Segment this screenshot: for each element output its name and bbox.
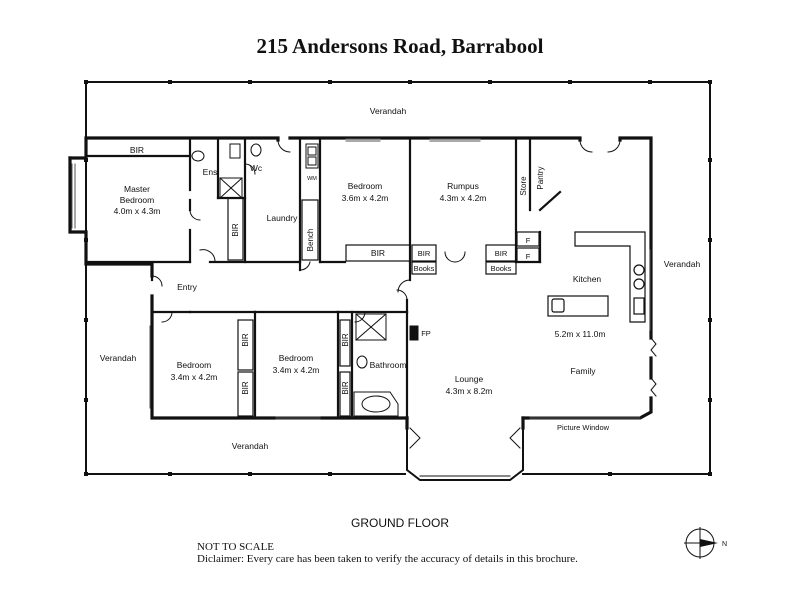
compass-icon: N — [684, 527, 727, 559]
lounge-size: 4.3m x 8.2m — [446, 386, 493, 396]
bir-label-rumpus-2: BIR — [495, 249, 508, 258]
laundry-label: Laundry — [267, 213, 298, 223]
bir-label-bedroom-top: BIR — [371, 248, 385, 258]
kitchen-family-size: 5.2m x 11.0m — [555, 329, 606, 339]
bedroom-left-size: 3.4m x 4.2m — [171, 372, 218, 382]
bir-label-bed-mid-1: BIR — [341, 333, 350, 347]
bir-label-bed-mid-2: BIR — [341, 381, 350, 395]
bench-label: Bench — [306, 229, 315, 252]
verandah-right-label: Verandah — [664, 259, 701, 269]
bir-label-bed-left-2: BIR — [241, 381, 250, 395]
fridge-label-2: F — [526, 252, 531, 261]
exterior-walls — [68, 136, 653, 430]
fridge-label-1: F — [526, 236, 531, 245]
windows — [71, 138, 651, 420]
bir-label-ens: BIR — [231, 223, 240, 237]
robes — [227, 197, 540, 417]
sliding-doors — [409, 337, 657, 449]
bathroom-fixtures — [191, 143, 399, 417]
master-bedroom-name-1: Master — [124, 184, 150, 194]
books-label-1: Books — [414, 264, 435, 273]
bedroom-top-size: 3.6m x 4.2m — [342, 193, 389, 203]
ens-label: Ens — [203, 167, 218, 177]
verandah-outline — [85, 81, 711, 475]
picture-window-label: Picture Window — [557, 423, 610, 432]
door-swings — [151, 139, 621, 323]
bir-label-master: BIR — [130, 145, 144, 155]
bir-label-bed-left-1: BIR — [241, 333, 250, 347]
entry-label: Entry — [177, 282, 198, 292]
books-label-2: Books — [491, 264, 512, 273]
rumpus-name: Rumpus — [447, 181, 479, 191]
bathroom-label: Bathroom — [370, 360, 407, 370]
verandah-left-label: Verandah — [100, 353, 137, 363]
verandah-bottom-label: Verandah — [232, 441, 269, 451]
bedroom-mid-size: 3.4m x 4.2m — [273, 365, 320, 375]
fireplace — [409, 325, 419, 341]
lounge-name: Lounge — [455, 374, 484, 384]
kitchen-bench — [547, 231, 646, 323]
master-bedroom-name-2: Bedroom — [120, 195, 155, 205]
pantry-label: Pantry — [536, 166, 545, 189]
bir-label-rumpus-1: BIR — [418, 249, 431, 258]
master-bedroom-size: 4.0m x 4.3m — [114, 206, 161, 216]
family-name: Family — [570, 366, 596, 376]
compass-north-label: N — [722, 541, 727, 548]
store-label: Store — [519, 176, 528, 196]
bay-window — [406, 427, 524, 481]
scale-note: NOT TO SCALE — [197, 541, 275, 553]
bedroom-top-name: Bedroom — [348, 181, 383, 191]
plan-title: 215 Andersons Road, Barrabool — [256, 34, 544, 58]
disclaimer-note: Diclaimer: Every care has been taken to … — [197, 553, 578, 565]
verandah-posts — [84, 80, 712, 476]
rumpus-size: 4.3m x 4.2m — [440, 193, 487, 203]
verandah-top-label: Verandah — [370, 106, 407, 116]
wm-label: WM — [307, 176, 317, 182]
bedroom-mid-name: Bedroom — [279, 353, 314, 363]
wc-label: Wc — [250, 163, 263, 173]
kitchen-name: Kitchen — [573, 274, 602, 284]
fp-label: FP — [421, 329, 431, 338]
interior-walls — [84, 138, 562, 420]
floor-label: GROUND FLOOR — [350, 516, 449, 530]
bedroom-left-name: Bedroom — [177, 360, 212, 370]
